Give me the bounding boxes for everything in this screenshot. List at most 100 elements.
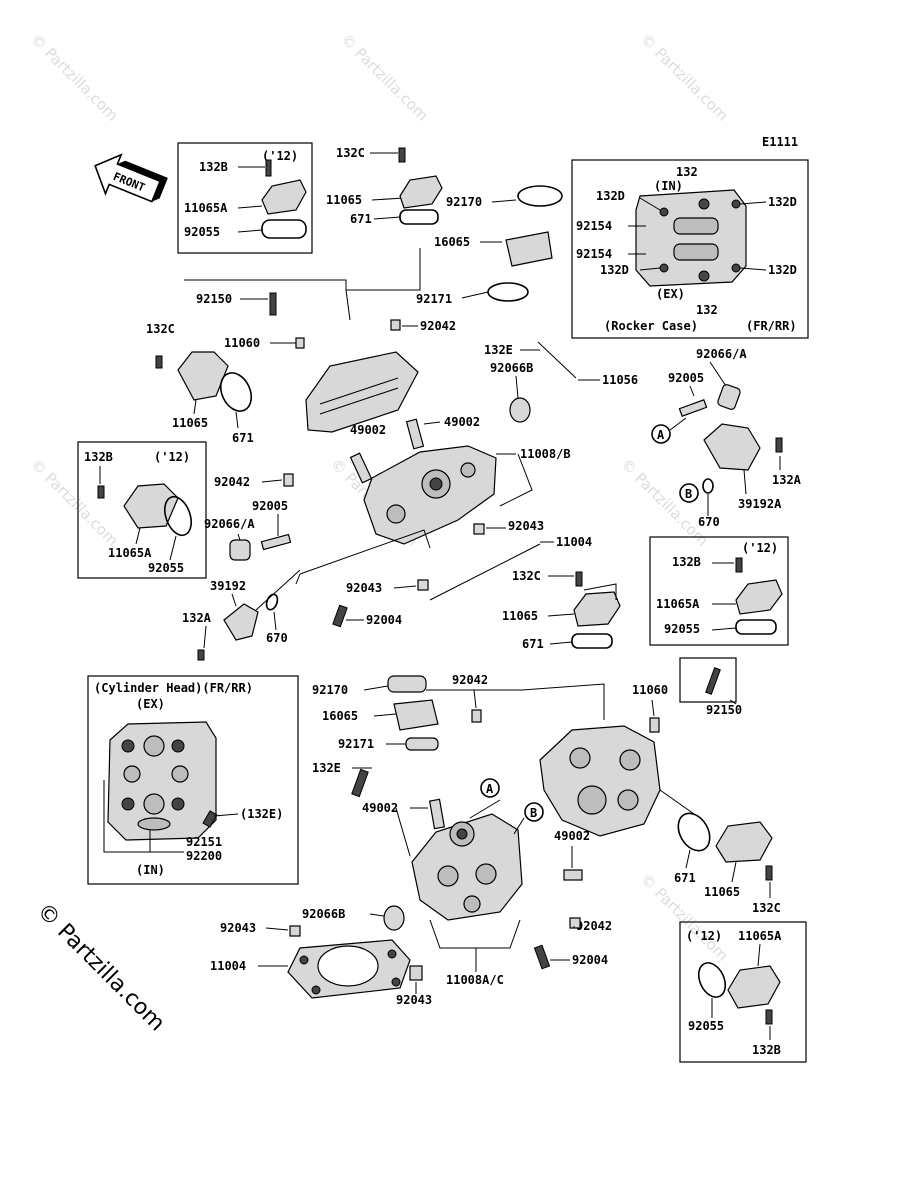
callout: 11004 (556, 535, 592, 549)
box-12-mid-right (649, 536, 789, 646)
callout: 92171 (416, 292, 452, 306)
box-12-top-left (177, 142, 313, 254)
callout: 11056 (602, 373, 638, 387)
ref-circle-a (651, 424, 671, 444)
callout: 92004 (572, 953, 608, 967)
callout: 92042 (420, 319, 456, 333)
ref-letter: B (530, 806, 537, 820)
callout: 132E (312, 761, 341, 775)
plug-icon (509, 397, 531, 423)
box-cylinder-head (87, 675, 299, 885)
gasket-icon (735, 619, 777, 635)
callout: 11065 (502, 609, 538, 623)
callout: 132B (199, 160, 228, 174)
cover-icon (727, 965, 781, 1009)
callout: 671 (674, 871, 696, 885)
callout: 92055 (148, 561, 184, 575)
callout: 92055 (688, 1019, 724, 1033)
bolt-icon (775, 437, 783, 453)
ref-letter: B (685, 487, 692, 501)
callout: 11065A (738, 929, 782, 943)
callout: 11008A/C (446, 973, 504, 987)
pin-icon (678, 399, 708, 417)
rocker-ex: (EX) (656, 287, 685, 301)
diagram-code: E1111 (762, 135, 798, 149)
callout: 49002 (554, 829, 590, 843)
gasket-icon (677, 812, 711, 852)
box-12-mid-left (77, 441, 207, 579)
callout: 11060 (224, 336, 260, 350)
box-rocker-case (571, 159, 809, 339)
bracket-11060 (679, 657, 737, 703)
callout: 132C (336, 146, 365, 160)
callout: 49002 (444, 415, 480, 429)
callout: 92150 (706, 703, 742, 717)
callout: 92170 (312, 683, 348, 697)
rocker-case-icon (635, 189, 747, 287)
callout: 670 (698, 515, 720, 529)
bolt-icon (398, 147, 406, 163)
callout: 132C (146, 322, 175, 336)
bolt-icon (265, 159, 272, 177)
callout: 92043 (396, 993, 432, 1007)
gasket-icon (261, 219, 307, 239)
rocker-case-note: (Rocker Case) (604, 319, 698, 333)
clamp-icon (487, 282, 529, 302)
gasket-icon (219, 372, 253, 412)
ref-letter: A (657, 428, 665, 442)
callout: (132E) (240, 807, 283, 821)
callout: 132D (596, 189, 625, 203)
callout: 132E (484, 343, 513, 357)
cover-icon (715, 821, 773, 863)
stud-icon (332, 604, 348, 628)
callout: 92043 (346, 581, 382, 595)
callout: 92151 (186, 835, 222, 849)
cylinder-head-top-icon (107, 721, 217, 841)
clamp-icon (405, 737, 439, 751)
callout: 49002 (350, 423, 386, 437)
callout: 11004 (210, 959, 246, 973)
callout: 92066B (302, 907, 345, 921)
callout: 16065 (434, 235, 470, 249)
ref-circle-a (480, 778, 500, 798)
callout: 132D (768, 263, 797, 277)
rocker-case-variant: (FR/RR) (746, 319, 797, 333)
cyl-head-ex: (EX) (136, 697, 165, 711)
callout: 92042 (214, 475, 250, 489)
callout: 11065 (704, 885, 740, 899)
callout: 92150 (196, 292, 232, 306)
callout: 92005 (668, 371, 704, 385)
watermark-text: © Partzilla.com (27, 30, 122, 125)
callout: 92170 (446, 195, 482, 209)
callout: 92154 (576, 247, 612, 261)
tappet-icon (349, 452, 373, 484)
callout: 132A (772, 473, 802, 487)
callout: 132B (752, 1043, 781, 1057)
callout: 92005 (252, 499, 288, 513)
rear-cylinder-head-icon (539, 725, 661, 837)
watermark-logo: © Partzilla.com (32, 899, 170, 1037)
tappet-icon (428, 798, 446, 830)
callout: 92042 (452, 673, 488, 687)
sleeve-icon (229, 539, 251, 561)
callout: 92066/A (204, 517, 255, 531)
callout: 132B (672, 555, 701, 569)
clamp-icon (387, 675, 427, 693)
ref-circle-b (524, 802, 544, 822)
callout: 39192A (738, 497, 782, 511)
callout: 92055 (184, 225, 220, 239)
callout: 671 (350, 212, 372, 226)
cyl-head-in: (IN) (136, 863, 165, 877)
callout: 49002 (362, 801, 398, 815)
watermark-text: © Partzilla.com (637, 30, 732, 125)
watermark-text: © Partzilla.com (617, 455, 712, 550)
callout: 11065A (108, 546, 152, 560)
callout: 92200 (186, 849, 222, 863)
callout: 11008/B (520, 447, 571, 461)
callout: 670 (266, 631, 288, 645)
housing-icon (703, 423, 761, 471)
callout: 11065A (184, 201, 228, 215)
callout: 92066/A (696, 347, 747, 361)
watermark-text: © Partzilla.com (27, 455, 122, 550)
